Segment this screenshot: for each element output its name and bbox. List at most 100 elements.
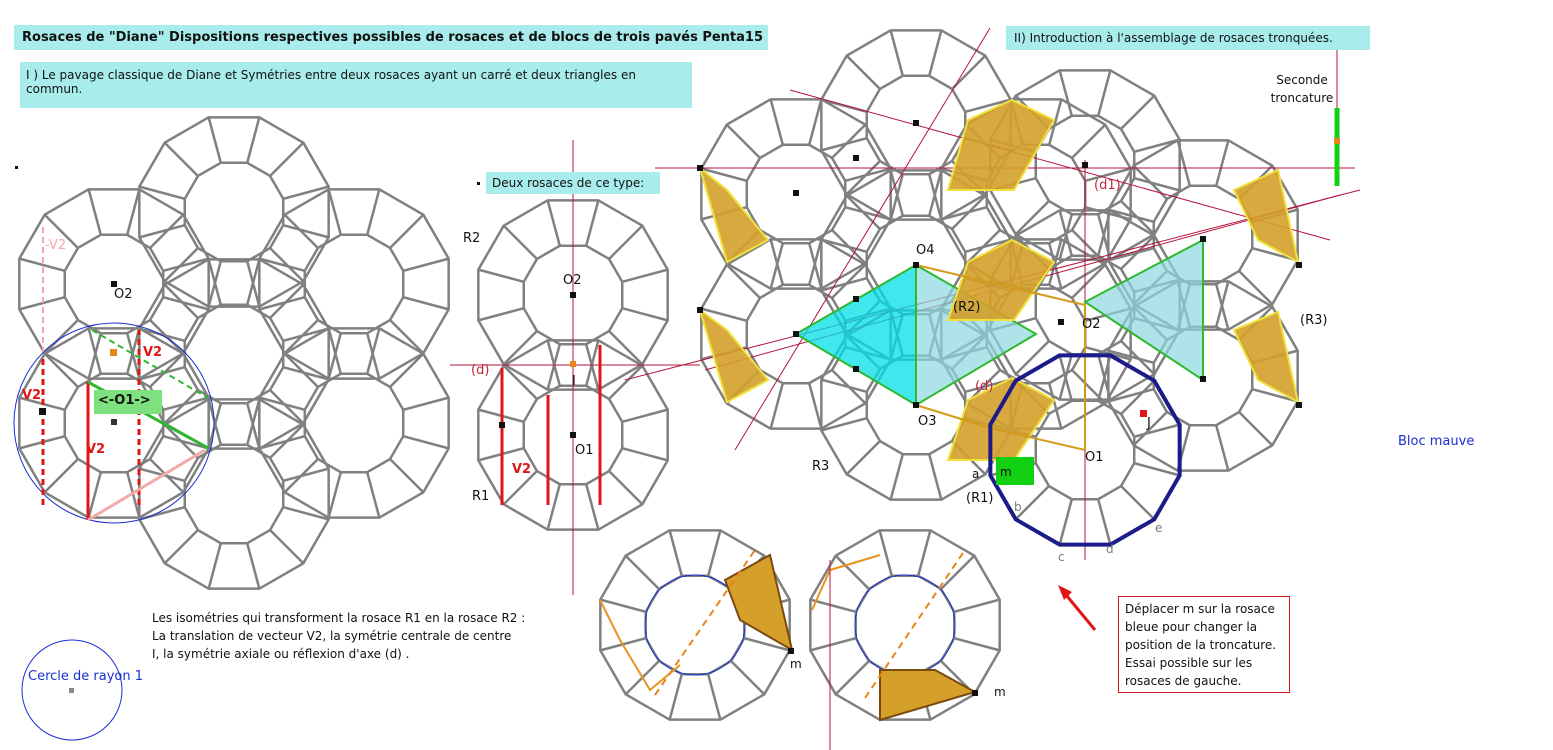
label-i-right: I [1083, 386, 1087, 401]
rosette-spoke [951, 54, 987, 90]
label-i-mid: I [572, 374, 576, 389]
center-i-mid [570, 361, 576, 367]
rosette-spoke [701, 167, 748, 183]
note-line-4: Essai possible sur les [1125, 656, 1253, 670]
circle-legend: Cercle de rayon 1 [28, 669, 144, 684]
rosette-spoke [87, 189, 103, 236]
line-diag-4 [734, 27, 991, 451]
rosette-spoke [810, 598, 857, 614]
m-handle-left[interactable] [788, 648, 794, 654]
rosette-spoke [207, 259, 223, 306]
label-o2-mid: O2 [563, 273, 582, 288]
red-arrow [1060, 589, 1097, 631]
rosette-spoke [139, 185, 186, 201]
rosette-spoke [163, 389, 199, 425]
rosette-spoke [821, 238, 868, 254]
rosette-spoke [927, 30, 943, 77]
rosette-spoke [769, 239, 785, 286]
rosette-spoke [953, 636, 1000, 652]
rosette-spoke [1120, 234, 1156, 270]
dashed-axis-bottom-left [654, 549, 756, 696]
point-left [39, 408, 46, 415]
rosette-spoke [889, 30, 905, 77]
rosette-spoke [19, 295, 66, 311]
section-1-heading: I ) Le pavage classique de Diane et Symé… [20, 62, 692, 108]
rosette-spoke [402, 257, 449, 273]
rosette-left-4 [138, 258, 330, 450]
label-c: c [1058, 550, 1065, 564]
rosette-spoke [1238, 411, 1274, 447]
right-cluster-overlays [624, 27, 1361, 560]
rosette-spoke [1058, 70, 1074, 117]
dot-marker-mid [477, 182, 480, 185]
label-m-bottom-left: m [790, 657, 802, 671]
m-highlight [996, 457, 1034, 485]
seconde-handle[interactable] [1334, 138, 1340, 144]
line-diag-3 [789, 89, 1331, 241]
dashed-axis-bottom-right [864, 549, 966, 699]
unit-circle-center [69, 688, 74, 693]
rosette-spoke [1071, 263, 1107, 299]
rosette-spoke [269, 423, 305, 459]
label-o3: O3 [918, 414, 937, 429]
seconde-troncature-label: Seconde troncature [1270, 73, 1334, 105]
rosette-spoke [621, 268, 668, 284]
rosette-spoke [584, 340, 600, 387]
dot-marker [15, 166, 18, 169]
rosette-spoke [941, 205, 988, 221]
rosette-spoke [831, 123, 867, 159]
rosette-spoke [1120, 379, 1156, 415]
middle-pair-overlays [450, 140, 700, 595]
rosette-spoke [964, 98, 1011, 114]
rosette-spoke [1047, 382, 1063, 429]
rosette-inner [854, 574, 956, 676]
rosette-spoke [269, 529, 305, 565]
label-r2p: (R2) [953, 300, 981, 315]
label-minus-v2: -V2 [45, 238, 67, 253]
rosette-spoke [940, 554, 976, 590]
rosette-spoke [1120, 485, 1156, 521]
rosette-spoke [1096, 353, 1112, 400]
rosette-spoke [668, 530, 684, 577]
rosette-spoke [706, 530, 722, 577]
rosette-spoke [1096, 498, 1112, 545]
bottom-rosettes-overlays [599, 549, 978, 750]
rosette-spoke [327, 328, 343, 375]
rosette-spoke [207, 542, 223, 589]
note-line-5: rosaces de gauche. [1125, 674, 1242, 688]
unit-circle-bottom-left [644, 574, 746, 676]
gold-piece-1 [698, 165, 770, 264]
isometries-line-1: Les isométries qui transforment la rosac… [152, 611, 526, 625]
rosette-spoke [1132, 164, 1168, 200]
m-handle-right[interactable] [972, 690, 978, 696]
rosette-spoke [327, 471, 343, 518]
cyan-block-left [794, 263, 917, 407]
rosette-spoke [927, 170, 943, 217]
rosette-spoke [821, 98, 868, 114]
rosette-spoke [163, 141, 199, 177]
instruction-note: Déplacer m sur la rosace bleue pour chan… [1118, 596, 1290, 693]
rosette-spoke [1176, 140, 1192, 187]
o1-highlight [94, 390, 162, 414]
rosette-spoke [951, 194, 987, 230]
rosette-spoke [546, 340, 562, 387]
rosette-spoke [43, 213, 79, 249]
rosette-spoke [964, 238, 1011, 254]
rosette-spoke [139, 327, 186, 343]
rosette-spoke [478, 306, 525, 322]
note-line-3: position de la troncature. [1125, 638, 1277, 652]
rosette-spoke [282, 467, 329, 483]
rosette-spoke [1014, 340, 1050, 376]
rosette-spoke [259, 295, 306, 311]
label-r3p: (R3) [1300, 313, 1328, 328]
rosette-spoke [1084, 167, 1131, 183]
rosette-spoke [282, 505, 329, 521]
rosette-spoke [845, 160, 881, 196]
rosette-spoke [725, 123, 761, 159]
rosette-spoke [162, 434, 209, 450]
rosette-spoke [502, 470, 538, 506]
center-o2-mid [570, 292, 576, 298]
rosette-spoke [1108, 387, 1155, 403]
rosette-spoke [916, 530, 932, 577]
